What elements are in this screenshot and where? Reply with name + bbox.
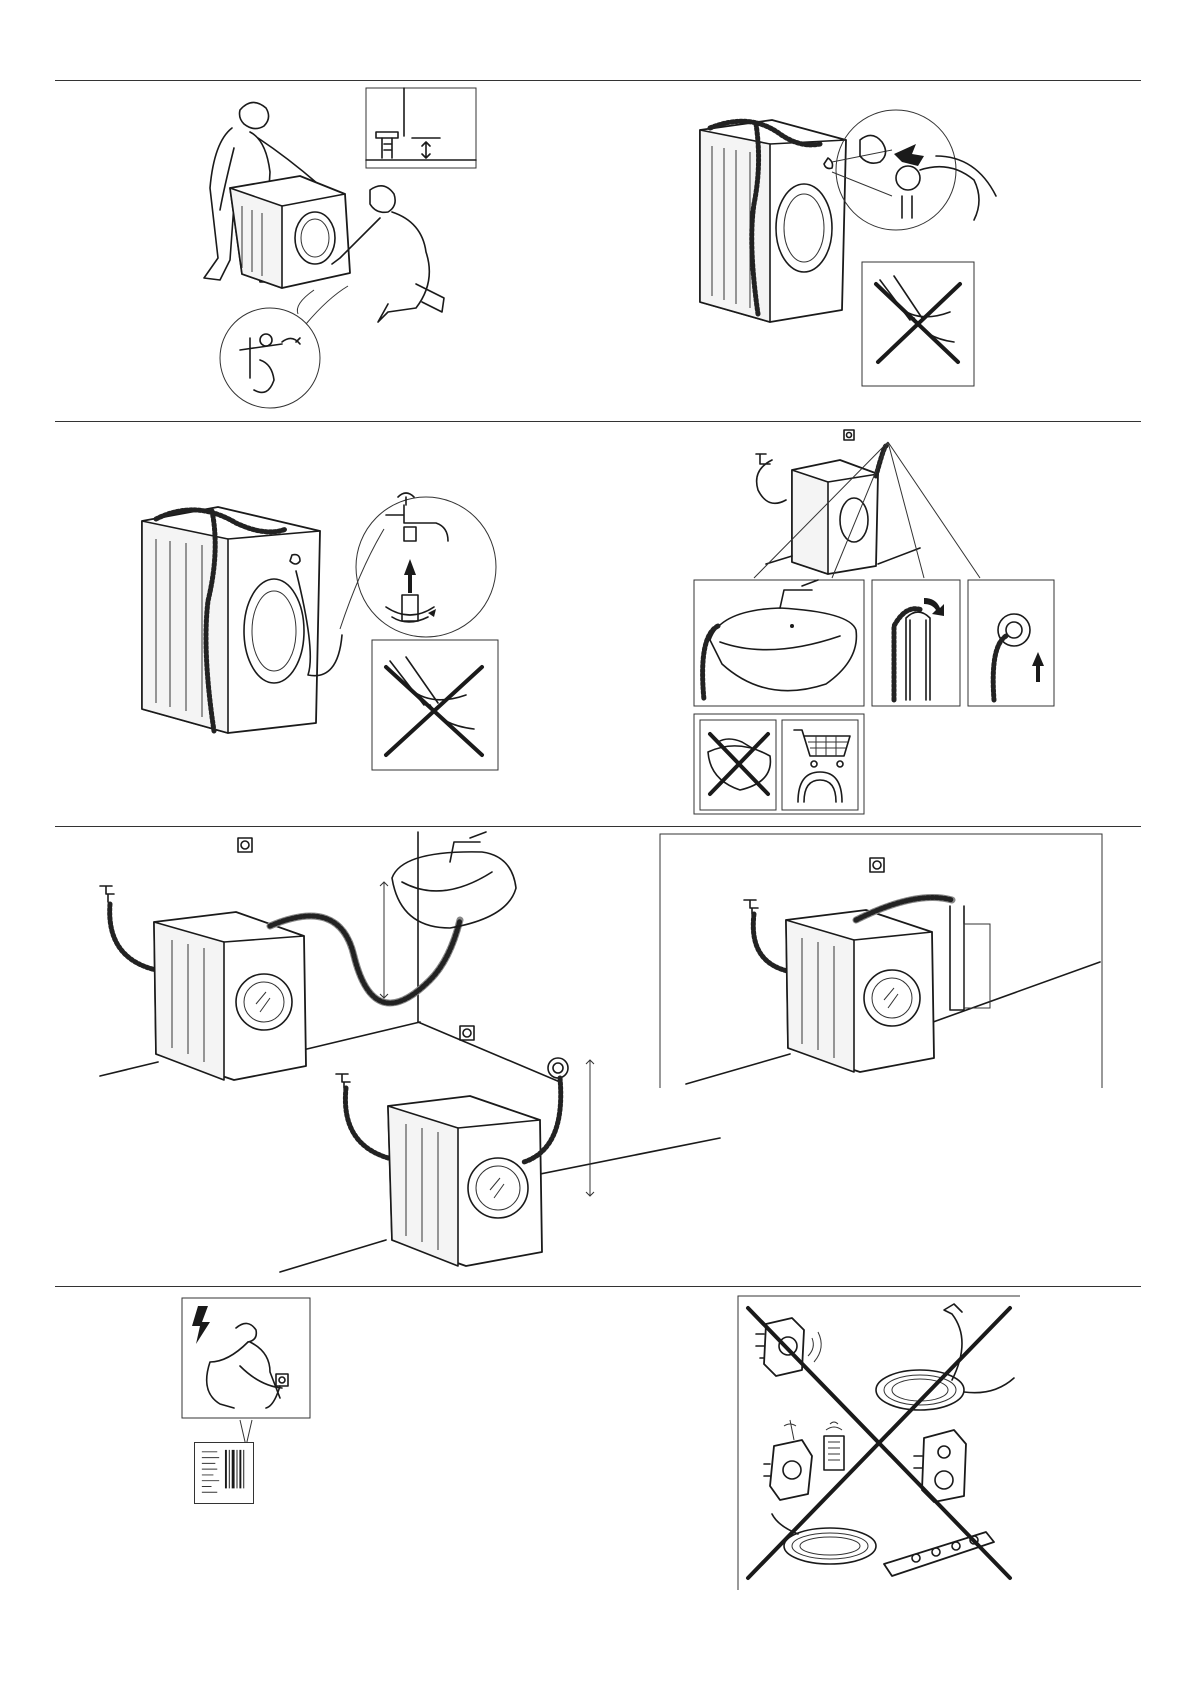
washing-machine-rear-icon xyxy=(142,507,342,733)
multi-socket-icon xyxy=(772,1514,994,1576)
socket-icon xyxy=(238,838,252,852)
standpipe-icon xyxy=(950,906,990,1010)
socket-icon xyxy=(460,1026,474,1040)
tap-connection-detail-icon xyxy=(356,493,496,637)
timer-plug-icon xyxy=(764,1420,844,1500)
no-sink-bowl-icon xyxy=(700,720,776,810)
row-separator-1 xyxy=(55,80,1141,81)
washing-machine-rear-icon xyxy=(700,120,846,322)
bolt-detail-icon xyxy=(836,110,996,230)
socket-icon xyxy=(844,430,854,440)
electrician-warning-box xyxy=(182,1298,310,1418)
levelling-feet-illustration xyxy=(170,88,480,416)
no-pliers-icon xyxy=(862,262,974,386)
tap-icon xyxy=(336,1074,350,1088)
row-separator-2 xyxy=(55,421,1141,422)
foot-height-detail-icon xyxy=(366,88,476,168)
shopping-cart-accessory-icon xyxy=(782,720,858,810)
tap-icon xyxy=(100,886,114,902)
rating-label-icon xyxy=(194,1442,254,1504)
washing-machine-tilted-icon xyxy=(230,176,350,288)
sink-icon xyxy=(380,832,516,998)
inlet-hose-illustration xyxy=(140,475,520,785)
wall-drain-option-icon xyxy=(968,580,1054,706)
washing-machine-front-icon xyxy=(388,1096,542,1266)
socket-icon xyxy=(870,858,884,872)
transport-bolts-illustration xyxy=(680,100,1080,400)
standpipe-option-icon xyxy=(872,580,960,706)
extension-cable-icon xyxy=(876,1304,1014,1410)
sink-option-icon xyxy=(694,580,864,706)
washing-machine-small-icon xyxy=(792,460,878,574)
multi-socket-timer-icon xyxy=(914,1430,966,1502)
row-separator-3 xyxy=(55,826,1141,827)
tap-icon xyxy=(756,454,786,503)
wrench-detail-icon xyxy=(220,286,348,408)
lightning-warning-icon xyxy=(192,1306,210,1344)
no-adapters-extensions-illustration xyxy=(738,1296,1020,1590)
no-pliers-icon xyxy=(372,640,498,770)
row-separator-4 xyxy=(55,1286,1141,1287)
drain-into-standpipe-illustration xyxy=(660,834,1102,1088)
washing-machine-front-icon xyxy=(786,910,934,1072)
drain-options-illustration xyxy=(680,430,1060,818)
tap-icon xyxy=(744,900,758,914)
